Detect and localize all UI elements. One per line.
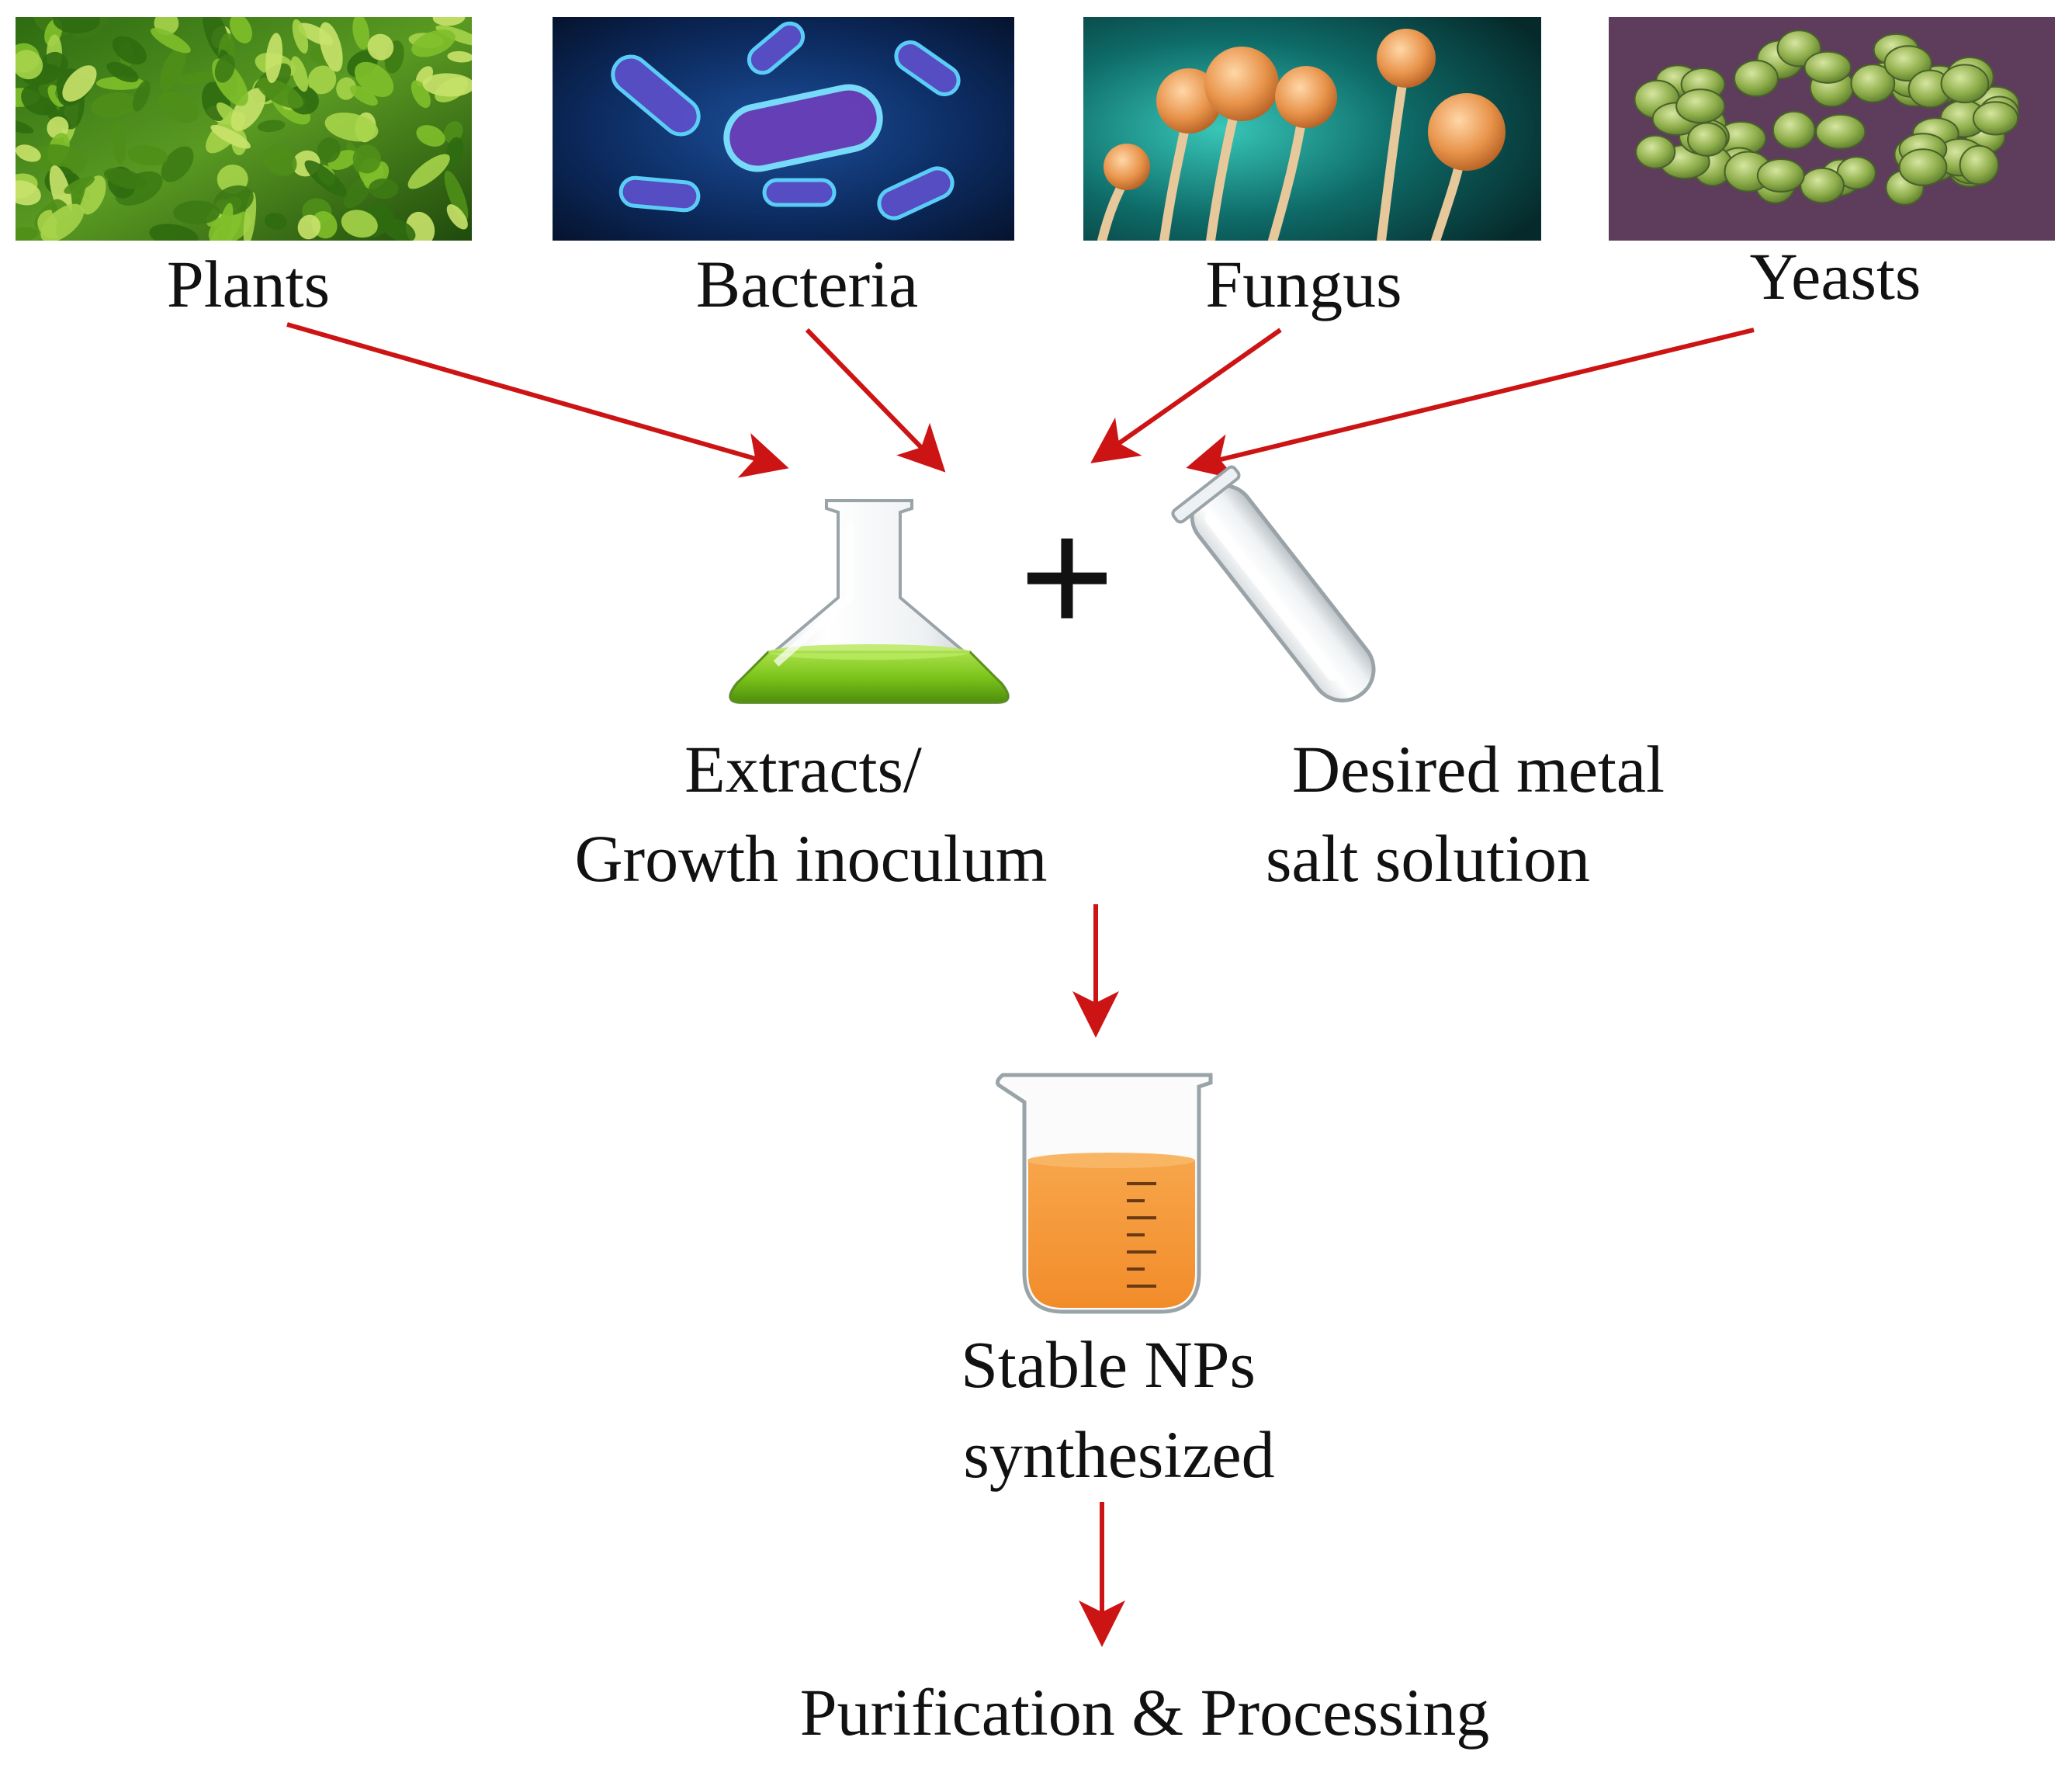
bacteria-photo-icon [553, 17, 1014, 241]
source-label-fungus: Fungus [1205, 247, 1402, 321]
product-label-line1: Stable NPs [961, 1327, 1256, 1402]
arrow-plants [286, 322, 789, 478]
arrow-fungus [1090, 328, 1282, 463]
plants-photo-icon [16, 17, 472, 241]
arrow-bacteria [805, 328, 946, 473]
source-label-plants: Plants [167, 247, 330, 321]
flask-icon [729, 499, 1010, 704]
source-label-yeasts: Yeasts [1750, 239, 1921, 314]
final-step-label: Purification & Processing [800, 1675, 1490, 1750]
arrows-to-mix [286, 322, 1755, 480]
yeasts-photo-icon [1609, 17, 2055, 241]
beaker-icon [996, 1073, 1213, 1314]
arrow-yeasts [1186, 328, 1755, 480]
fungus-photo-icon [1083, 17, 1541, 241]
extracts-label-line1: Extracts/ [684, 732, 922, 806]
test-tube-icon [1171, 465, 1376, 702]
extracts-label-line2: Growth inoculum [574, 821, 1047, 896]
product-label-line2: synthesized [963, 1417, 1274, 1492]
plus-sign: + [1020, 485, 1115, 668]
salt-label-line2: salt solution [1266, 821, 1590, 896]
salt-label-line1: Desired metal [1292, 732, 1665, 806]
source-label-bacteria: Bacteria [696, 247, 918, 321]
